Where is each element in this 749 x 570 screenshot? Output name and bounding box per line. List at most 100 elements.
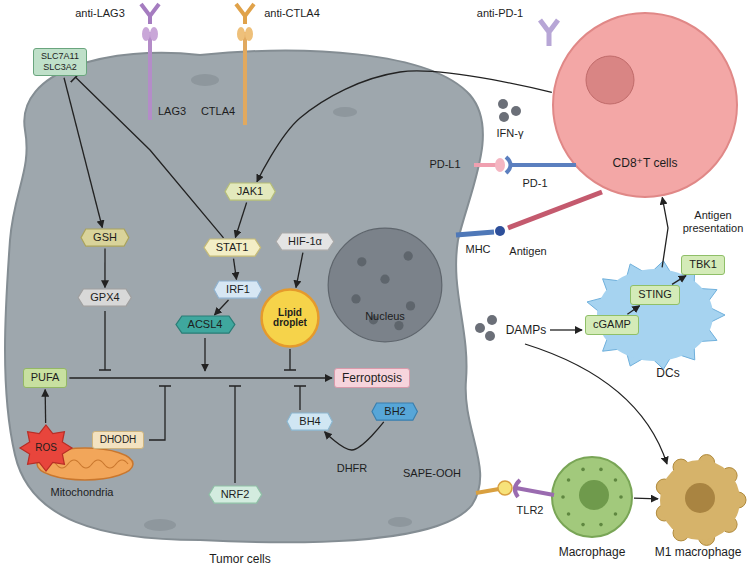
node-text: STAT1: [216, 241, 249, 254]
molecule-hexagon-fill: [225, 183, 275, 200]
damp-arrow: [525, 344, 667, 464]
node-text: cGAMP: [593, 318, 631, 331]
molecule-hexagon-fill: [214, 281, 262, 298]
annotation-label: IFN-γ: [497, 127, 524, 140]
node-text: NRF2: [221, 488, 250, 501]
molecule-hexagon: GSH: [81, 229, 129, 246]
granule: [599, 523, 603, 527]
cell-label: M1 macrophage: [655, 545, 742, 559]
annotation-label: Mitochondria: [51, 486, 114, 499]
granule: [567, 478, 571, 482]
molecule-hexagon-fill: [209, 486, 262, 503]
node-text: ROS: [35, 442, 57, 454]
molecule-hexagon: IRF1: [214, 281, 262, 298]
molecule-hexagon: ACSL4: [176, 316, 235, 333]
annotation-label: anti-CTLA4: [264, 7, 320, 20]
annotation-label: DAMPs: [506, 323, 547, 337]
ifn-gamma-dot: [498, 99, 508, 109]
connector: [214, 300, 228, 315]
m1-body: [660, 460, 740, 540]
damp-dot: [485, 331, 495, 341]
granule: [614, 478, 618, 482]
chromatin-dot: [351, 294, 360, 303]
t-cell-nucleus: [586, 56, 634, 104]
edge-label: DHFR: [335, 462, 370, 475]
ctla4-domain: [245, 27, 253, 41]
chromatin-dot: [406, 301, 415, 310]
sape-ooh-tail: [476, 489, 499, 493]
molecule-hexagon: GPX4: [78, 289, 131, 306]
mitochondria: [37, 448, 133, 480]
node-text: SLC7A11: [41, 51, 79, 62]
nucleus-fill: [328, 228, 442, 342]
t-cell: CD8⁺T cells: [552, 12, 738, 198]
chromatin-dot: [357, 257, 366, 266]
node-text: HIF-1α: [288, 235, 322, 248]
anti-ctla4-antibody: [236, 4, 254, 24]
damp-dot: [475, 323, 485, 333]
annotation-label: Antigen: [509, 245, 546, 258]
mhc-molecule: [456, 232, 494, 235]
connector: [64, 78, 102, 228]
annotation-label: TLR2: [517, 504, 544, 517]
granule: [581, 468, 585, 472]
molecule-box: DHODH: [92, 431, 145, 449]
lag3-domain: [150, 27, 158, 41]
annotation-label: MHC: [465, 243, 490, 256]
tlr2-receptor: [516, 488, 554, 495]
macrophage-nucleus: [579, 480, 609, 510]
organelle: [388, 517, 412, 527]
molecule-hexagon: BH2: [372, 403, 417, 420]
connector: [672, 276, 686, 285]
molecule-box: TBK1: [681, 255, 725, 274]
chromatin-dot: [380, 275, 389, 284]
connector: [296, 253, 303, 288]
connector: [234, 259, 237, 280]
node-text: Ferroptosis: [342, 371, 402, 385]
node-text: IRF1: [226, 283, 250, 296]
connector: [634, 498, 658, 500]
damp-arrow: [550, 329, 582, 330]
anti-lag3-antibody: [141, 4, 159, 24]
annotation-label: PD-L1: [429, 158, 460, 171]
nucleus-outline: [327, 227, 443, 343]
granule: [599, 468, 603, 472]
t-cell-body: [553, 13, 737, 197]
molecule-hexagon-fill: [372, 403, 417, 420]
molecule-hexagon-fill: [276, 233, 334, 250]
node-text: BH2: [384, 405, 405, 418]
node-text: GSH: [93, 231, 117, 244]
inhibition-line: [229, 386, 241, 483]
annotation-label: SAPE-OOH: [403, 467, 461, 480]
connector: [662, 197, 668, 267]
macrophage-cell: Macrophage: [540, 455, 640, 563]
tlr2-head: [515, 480, 520, 497]
connector: [104, 249, 105, 288]
inhibition-line: [99, 311, 111, 370]
molecule-box: PUFA: [23, 368, 68, 387]
pd1-head: [506, 157, 511, 173]
molecule-hexagon: BH4: [287, 413, 332, 430]
m1-nucleus: [685, 483, 715, 513]
ros-star-fill: [20, 425, 72, 471]
connector: [45, 390, 47, 423]
connector: [235, 202, 246, 237]
granule: [614, 512, 618, 516]
inhibition-line: [284, 349, 296, 370]
molecule-hexagon-fill: [81, 229, 129, 246]
damp-dot: [487, 315, 497, 325]
molecule-hexagon-fill: [287, 413, 332, 430]
node-text: PUFA: [31, 371, 60, 384]
molecule-hexagon-fill: [176, 316, 235, 333]
lag3-domain: [142, 27, 150, 41]
antigen-dot: [495, 226, 505, 236]
node-text: Nucleus: [365, 310, 405, 323]
node-text: ACSL4: [188, 318, 223, 331]
ifn-gamma-dot: [511, 106, 521, 116]
transporter: SLC7A11SLC3A2: [33, 48, 87, 76]
pd1-receptor: [512, 163, 576, 167]
nucleus: Nucleus: [327, 227, 443, 343]
connector: [69, 377, 332, 378]
ctla4-receptor: [243, 32, 247, 125]
annotation-label: PD-1: [522, 177, 547, 190]
